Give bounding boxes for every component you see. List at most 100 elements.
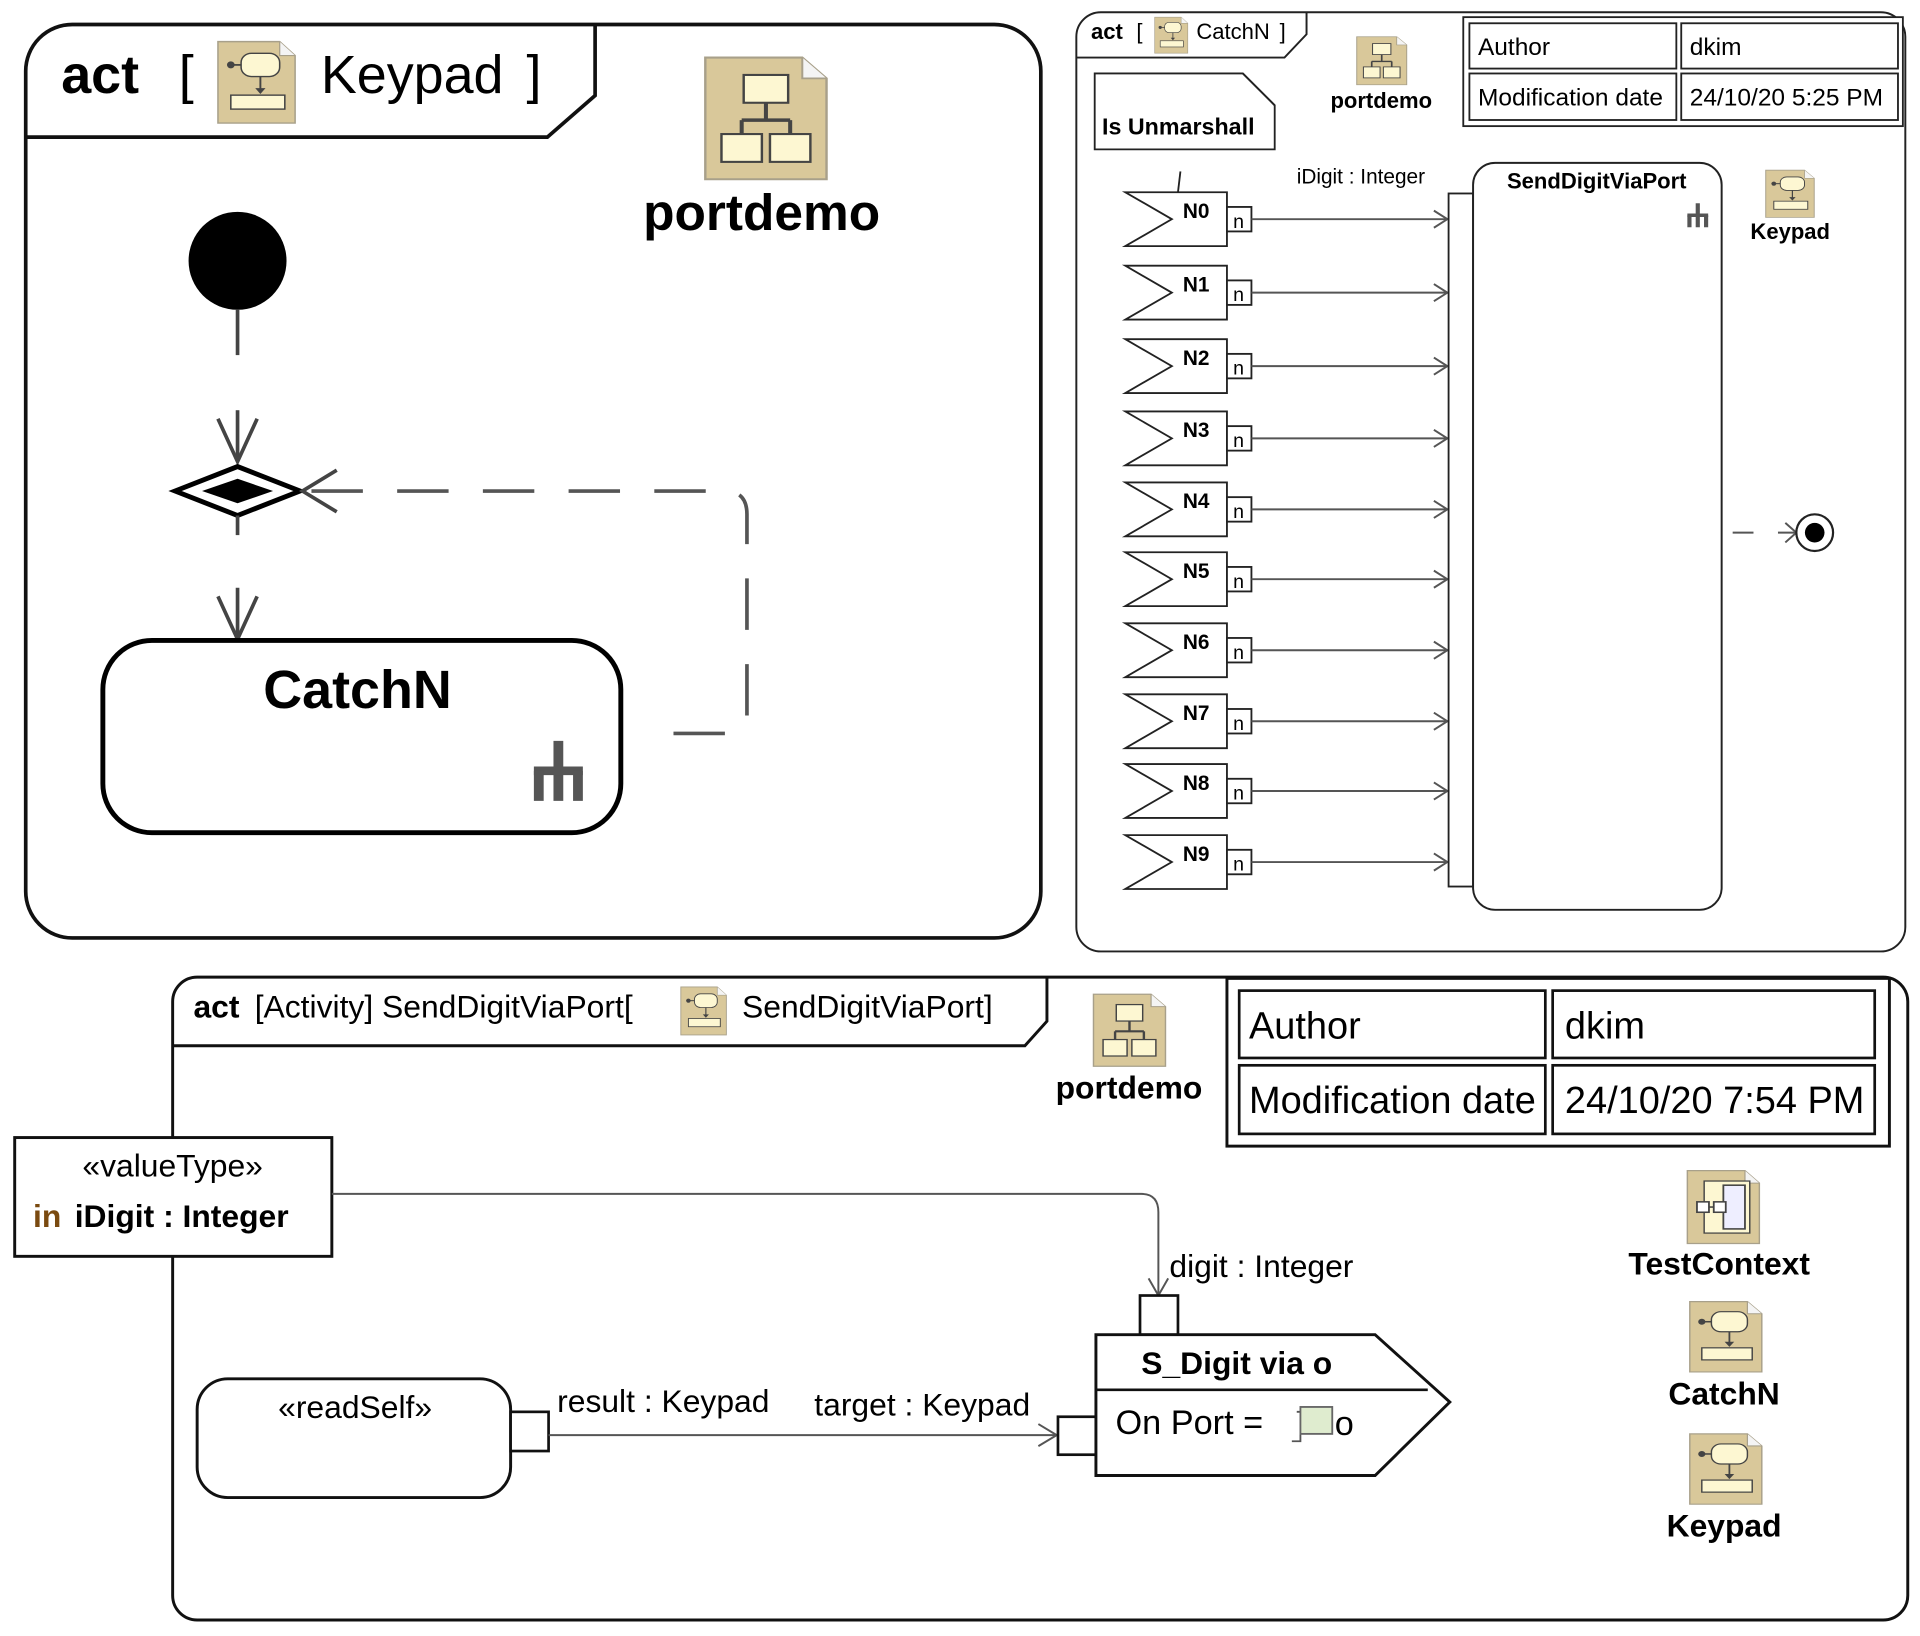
diagram-keypad: act [ Keypad ] portdemo CatchN [23, 22, 1043, 940]
on-port-value: o [1335, 1405, 1354, 1443]
open-bracket: [ [1136, 19, 1142, 44]
activity-diagram-icon[interactable] [1688, 1300, 1763, 1373]
author-value: dkim [1565, 1005, 1645, 1047]
arrow-head-icon [1433, 356, 1450, 376]
arrow-head-icon [1433, 711, 1450, 731]
open-bracket: [ [179, 45, 194, 105]
accept-event-shape [1121, 834, 1228, 890]
accept-event-shape [1121, 338, 1228, 394]
keypad-shortcut-label[interactable]: Keypad [1750, 219, 1830, 244]
call-behavior-action-senddigitviaport[interactable] [1472, 161, 1723, 911]
accept-event-label: N8 [1183, 772, 1210, 795]
accept-event-action[interactable]: N6 n [1121, 622, 1450, 679]
target-pin-label: target : Keypad [814, 1387, 1030, 1423]
package-label[interactable]: portdemo [1330, 88, 1432, 113]
pin-label: n [1233, 211, 1244, 233]
accept-event-action[interactable]: N1 n [1121, 264, 1450, 321]
accept-event-label: N2 [1183, 347, 1210, 370]
pin-label: n [1233, 713, 1244, 735]
arrow-head-icon [298, 468, 338, 514]
accept-event-shape [1121, 693, 1228, 750]
arrow-head-icon [1433, 283, 1450, 303]
merge-node-fill [202, 478, 274, 504]
accept-event-label: N6 [1183, 631, 1210, 654]
accept-event-shape [1121, 191, 1228, 248]
dashed-loop-flow [306, 489, 749, 736]
activity-diagram-icon [680, 986, 727, 1036]
accept-event-label: N4 [1183, 490, 1210, 513]
author-value: dkim [1690, 34, 1742, 61]
readself-stereotype: «readSelf» [278, 1389, 432, 1425]
accept-event-shape [1121, 410, 1228, 467]
accept-event-label: N1 [1183, 273, 1210, 296]
activity-diagram-icon[interactable] [1765, 169, 1815, 218]
shortcut-label-keypad[interactable]: Keypad [1667, 1508, 1782, 1544]
frame-keyword: act [193, 989, 239, 1025]
parameter-stereotype: «valueType» [82, 1148, 263, 1184]
output-pin[interactable] [1226, 848, 1253, 876]
accept-event-shape [1121, 264, 1228, 321]
frame-name[interactable]: SendDigitViaPort] [742, 989, 993, 1025]
pin-label: n [1233, 358, 1244, 380]
shortcut-label-testcontext[interactable]: TestContext [1628, 1246, 1810, 1282]
shortcut-label-catchn[interactable]: CatchN [1668, 1376, 1779, 1412]
output-pin[interactable] [1226, 637, 1253, 664]
signal-name: S_Digit via o [1141, 1345, 1332, 1381]
frame-name[interactable]: Keypad [321, 45, 504, 105]
accept-event-action[interactable]: N2 n [1121, 338, 1450, 394]
activity-diagram-icon[interactable] [1688, 1432, 1763, 1506]
frame-name[interactable]: CatchN [1196, 19, 1269, 44]
result-pin-label: result : Keypad [557, 1383, 769, 1419]
close-bracket: ] [527, 45, 542, 105]
accept-event-shape [1121, 622, 1228, 679]
activity-diagram-icon [216, 40, 297, 125]
digit-pin-label: digit : Integer [1169, 1248, 1353, 1284]
input-pin-bar[interactable] [1447, 192, 1474, 888]
diagram-catchn: act [ CatchN ] Is Unmarshall portdemo Au… [1075, 11, 1907, 953]
frame-header-tab [25, 24, 597, 139]
package-label[interactable]: portdemo [1056, 1069, 1203, 1105]
package-diagram-icon[interactable] [1355, 35, 1408, 86]
pin-label: n [1233, 571, 1244, 593]
date-value: 24/10/20 5:25 PM [1690, 84, 1883, 111]
package-label[interactable]: portdemo [643, 183, 880, 241]
activity-diagram-icon [1154, 16, 1189, 54]
arrow-head-icon [1433, 852, 1450, 872]
frame-keyword: act [1091, 19, 1124, 44]
pin-label: n [1233, 642, 1244, 664]
package-diagram-icon[interactable] [705, 58, 826, 180]
author-label: Author [1249, 1005, 1361, 1047]
pin-label: n [1233, 284, 1244, 306]
arrow-head-icon [216, 418, 259, 467]
accept-event-action[interactable]: N7 n [1121, 693, 1450, 750]
accept-event-shape [1121, 551, 1228, 608]
composite-structure-diagram-icon[interactable] [1686, 1169, 1761, 1245]
frame-header-text: [Activity] SendDigitViaPort[ [255, 989, 633, 1025]
call-behavior-action-catchn[interactable] [100, 637, 624, 836]
accept-event-shape [1121, 481, 1228, 538]
activity-parameter-node[interactable] [13, 1136, 334, 1258]
input-pin-target[interactable] [1056, 1415, 1098, 1457]
send-signal-action[interactable] [1094, 1333, 1452, 1477]
date-label: Modification date [1249, 1080, 1536, 1122]
frame-header-tab [172, 977, 1049, 1048]
output-pin[interactable] [1226, 206, 1253, 233]
accept-event-action[interactable]: N5 n [1121, 551, 1450, 608]
accept-event-label: N5 [1183, 560, 1210, 583]
output-pin-result[interactable] [509, 1410, 550, 1453]
accept-event-label: N7 [1183, 702, 1210, 725]
on-port-label: On Port = [1116, 1404, 1264, 1442]
package-diagram-icon[interactable] [1092, 993, 1167, 1068]
input-pin-digit[interactable] [1138, 1294, 1180, 1337]
object-flow-digit [331, 1192, 1160, 1296]
note-text: Is Unmarshall [1102, 114, 1254, 140]
output-pin[interactable] [1226, 496, 1253, 523]
initial-node[interactable] [188, 211, 287, 310]
note-is-unmarshall[interactable] [1093, 72, 1276, 151]
